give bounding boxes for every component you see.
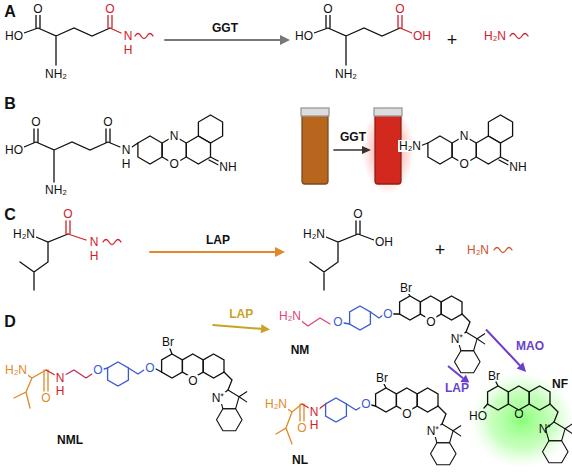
compound-name: NF [552,377,568,391]
atom-label: HO [4,30,24,42]
panel-or-enzyme-label: LAP [205,234,231,246]
panel-or-enzyme-label: GGT [339,131,367,143]
atom-label: OH [374,236,394,248]
atom-label: NH [508,161,527,173]
atom-label: O [62,208,73,220]
atom-label: O [332,316,343,328]
atom-label: OH [412,30,432,42]
atom-label: H₂N [12,228,36,240]
atom-label: O [425,316,436,328]
atom-label: NH [218,161,237,173]
atom-label: O [40,392,51,404]
atom-label: O [92,364,103,376]
panel-or-enzyme-label: GGT [211,22,239,34]
atom-label: H₂N [466,244,490,256]
atom-label: H [89,250,100,262]
atom-label: H₂N [278,310,302,322]
atom-label: N⁺ [426,425,441,437]
atom-label: H₂N [483,30,507,42]
atom-label: NH₂ [334,68,358,80]
atom-label: O [169,158,180,170]
molecule-region: NML [0,325,250,470]
atom-label: NH₂ [44,184,68,196]
atom-label: N [169,130,180,142]
enzyme-label: MAO [514,340,546,353]
atom-label: N [89,236,100,248]
atom-label: H₂N [398,140,422,152]
atom-label: + [446,31,459,49]
atom-label: Br [487,370,501,382]
atom-label: Br [375,372,389,384]
atom-label: N [55,372,66,384]
atom-label: H₂N [4,364,28,376]
atom-label: N⁺ [538,423,553,435]
molecule-region: NL [262,366,462,470]
panel-or-enzyme-label: C [3,207,17,223]
atom-label: H₂N [302,228,326,240]
atom-label: Br [399,282,413,294]
panel-or-enzyme-label: D [3,314,17,330]
compound-name: NML [57,433,83,447]
atom-label: O [296,422,307,434]
atom-label: O [382,308,393,320]
atom-label: H [121,158,132,170]
atom-label: + [434,241,447,259]
atom-label: NH₂ [44,68,68,80]
panel-or-enzyme-label: B [3,96,17,112]
atom-label: O [459,158,470,170]
atom-label: O [30,116,41,128]
atom-label: O [104,3,115,15]
atom-label: N [309,406,320,418]
atom-label: HO [468,410,488,422]
enzyme-label: LAP [443,382,471,395]
atom-label: N⁺ [211,392,226,404]
atom-label: O [513,408,524,420]
atom-label: Br [161,336,175,348]
atom-label: H [123,44,134,56]
reaction-arrow [213,324,271,333]
atom-label: O [187,375,198,387]
atom-label: O [102,116,113,128]
panel-or-enzyme-label: A [3,4,17,20]
atom-label: O [32,3,43,15]
compound-name: NM [291,343,310,357]
atom-label: N⁺ [450,333,465,345]
molecule-region: NF [470,372,572,472]
atom-label: N [123,30,134,42]
enzyme-label: LAP [227,309,255,322]
atom-label: O [144,362,155,374]
atom-label: N [459,130,470,142]
atom-label: O [360,398,371,410]
atom-label: O [394,3,405,15]
atom-label: HO [294,30,314,42]
atom-label: HO [4,144,24,156]
atom-label: N [121,144,132,156]
atom-label: O [352,208,363,220]
molecule-region: NM [270,280,486,370]
atom-label: H [55,385,66,397]
atom-label: H [309,419,320,431]
reaction-arrow [448,366,470,384]
compound-name: NL [292,453,308,467]
atom-label: H₂N [264,398,288,410]
atom-label: O [322,3,333,15]
atom-label: O [401,408,412,420]
